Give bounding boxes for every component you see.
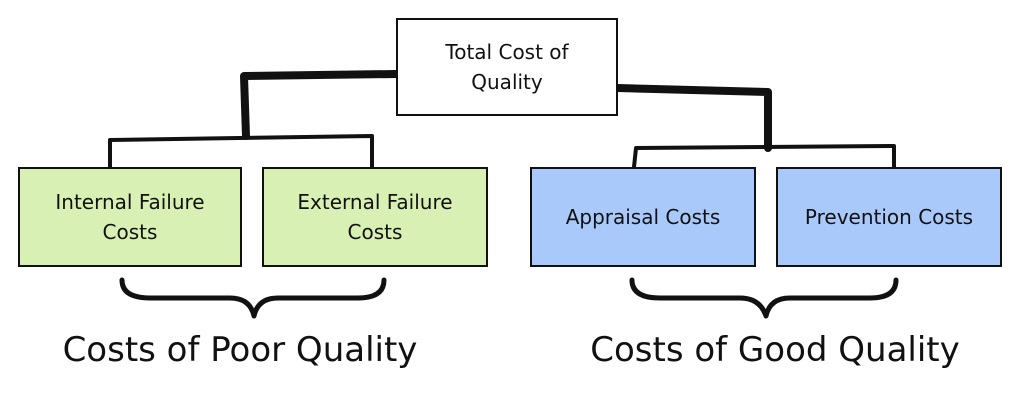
appraisal-costs-node: Appraisal Costs: [530, 167, 756, 267]
prevention-costs-label: Prevention Costs: [804, 205, 974, 229]
right-group-bracket: [632, 144, 896, 169]
prevention-costs-node: Prevention Costs: [776, 167, 1002, 267]
root-left-connector: [240, 70, 400, 140]
total-cost-of-quality-node: Total Cost of Quality: [396, 18, 618, 116]
poor-quality-brace: [119, 277, 387, 319]
appraisal-costs-label: Appraisal Costs: [565, 205, 721, 229]
total-cost-of-quality-label: Total Cost of Quality: [445, 40, 569, 94]
good-quality-brace: [629, 277, 899, 319]
left-group-bracket: [108, 134, 374, 169]
external-failure-costs-label: External Failure Costs: [297, 190, 453, 244]
internal-failure-costs-node: Internal Failure Costs: [18, 167, 242, 267]
root-right-connector: [614, 84, 772, 152]
internal-failure-costs-label: Internal Failure Costs: [55, 190, 205, 244]
costs-of-poor-quality-caption: Costs of Poor Quality: [62, 330, 418, 370]
external-failure-costs-node: External Failure Costs: [262, 167, 488, 267]
costs-of-good-quality-caption: Costs of Good Quality: [590, 330, 960, 370]
